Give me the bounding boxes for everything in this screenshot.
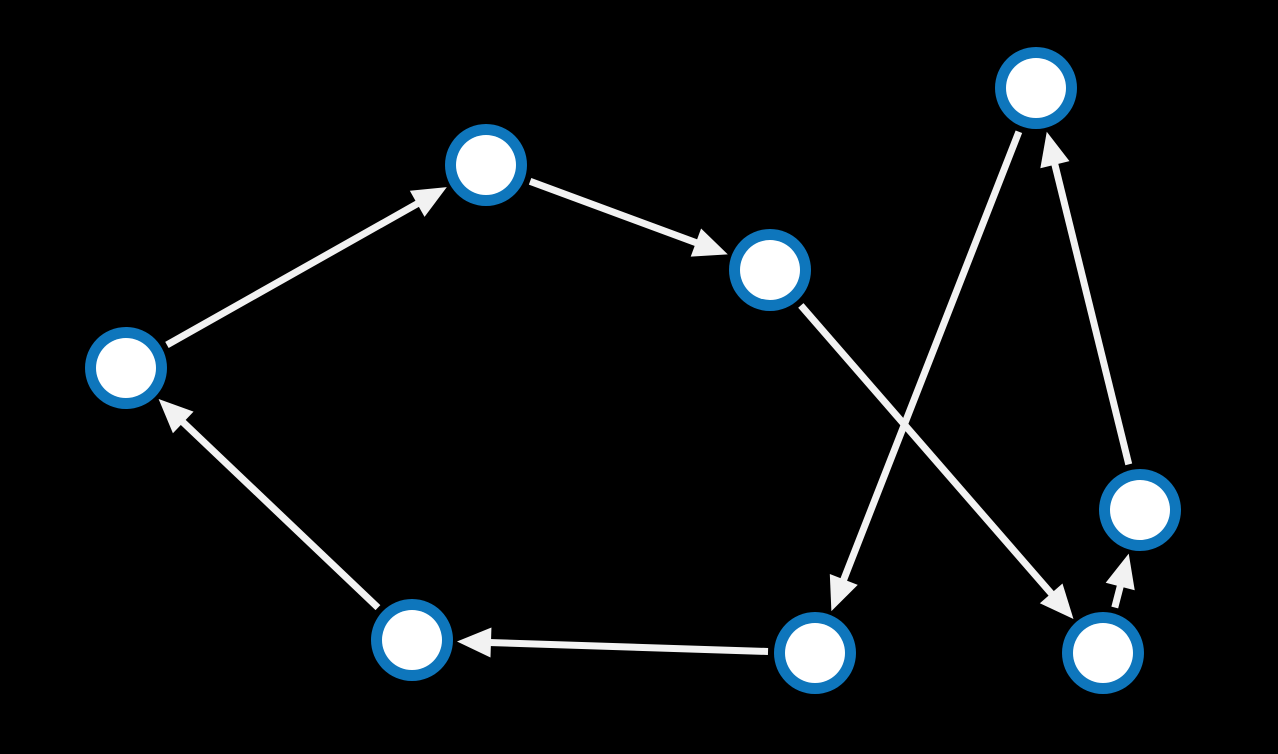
graph-node-n3[interactable]	[729, 229, 811, 311]
arrowhead-icon-n2-n3	[690, 228, 728, 257]
graph-edge-n8-n1[interactable]	[179, 418, 381, 611]
graph-node-n5[interactable]	[1099, 469, 1181, 551]
node-core-n3	[740, 240, 800, 300]
graph-edge-n5-n4[interactable]	[1051, 161, 1133, 466]
graph-edge-n4-n7[interactable]	[839, 130, 1023, 583]
graph-node-n6[interactable]	[1062, 612, 1144, 694]
nodes-layer	[85, 47, 1181, 694]
node-core-n6	[1073, 623, 1133, 683]
graph-node-n1[interactable]	[85, 327, 167, 409]
node-core-n7	[785, 623, 845, 683]
node-core-n1	[96, 338, 156, 398]
graph-node-n7[interactable]	[774, 612, 856, 694]
node-core-n2	[456, 135, 516, 195]
graph-edge-n1-n2[interactable]	[165, 199, 421, 348]
arrowhead-icon-n3-n6	[1039, 583, 1074, 620]
graph-edge-n6-n5[interactable]	[1111, 583, 1125, 609]
arrowhead-icon-n1-n2	[409, 187, 447, 217]
node-core-n8	[382, 610, 442, 670]
graph-node-n2[interactable]	[445, 124, 527, 206]
graph-edge-n3-n6[interactable]	[798, 303, 1056, 598]
arrowhead-icon-n4-n7	[829, 573, 858, 612]
arrowhead-icon-n7-n8	[456, 627, 492, 658]
graph-node-n4[interactable]	[995, 47, 1077, 129]
node-core-n5	[1110, 480, 1170, 540]
node-core-n4	[1006, 58, 1066, 118]
arrowhead-icon-n6-n5	[1105, 553, 1135, 591]
edges-layer	[158, 130, 1135, 658]
graph-edge-n7-n8[interactable]	[488, 638, 769, 655]
graph-node-n8[interactable]	[371, 599, 453, 681]
graph-edge-n2-n3[interactable]	[528, 178, 699, 247]
arrowhead-icon-n8-n1	[158, 399, 194, 434]
arrowhead-icon-n5-n4	[1040, 131, 1070, 169]
